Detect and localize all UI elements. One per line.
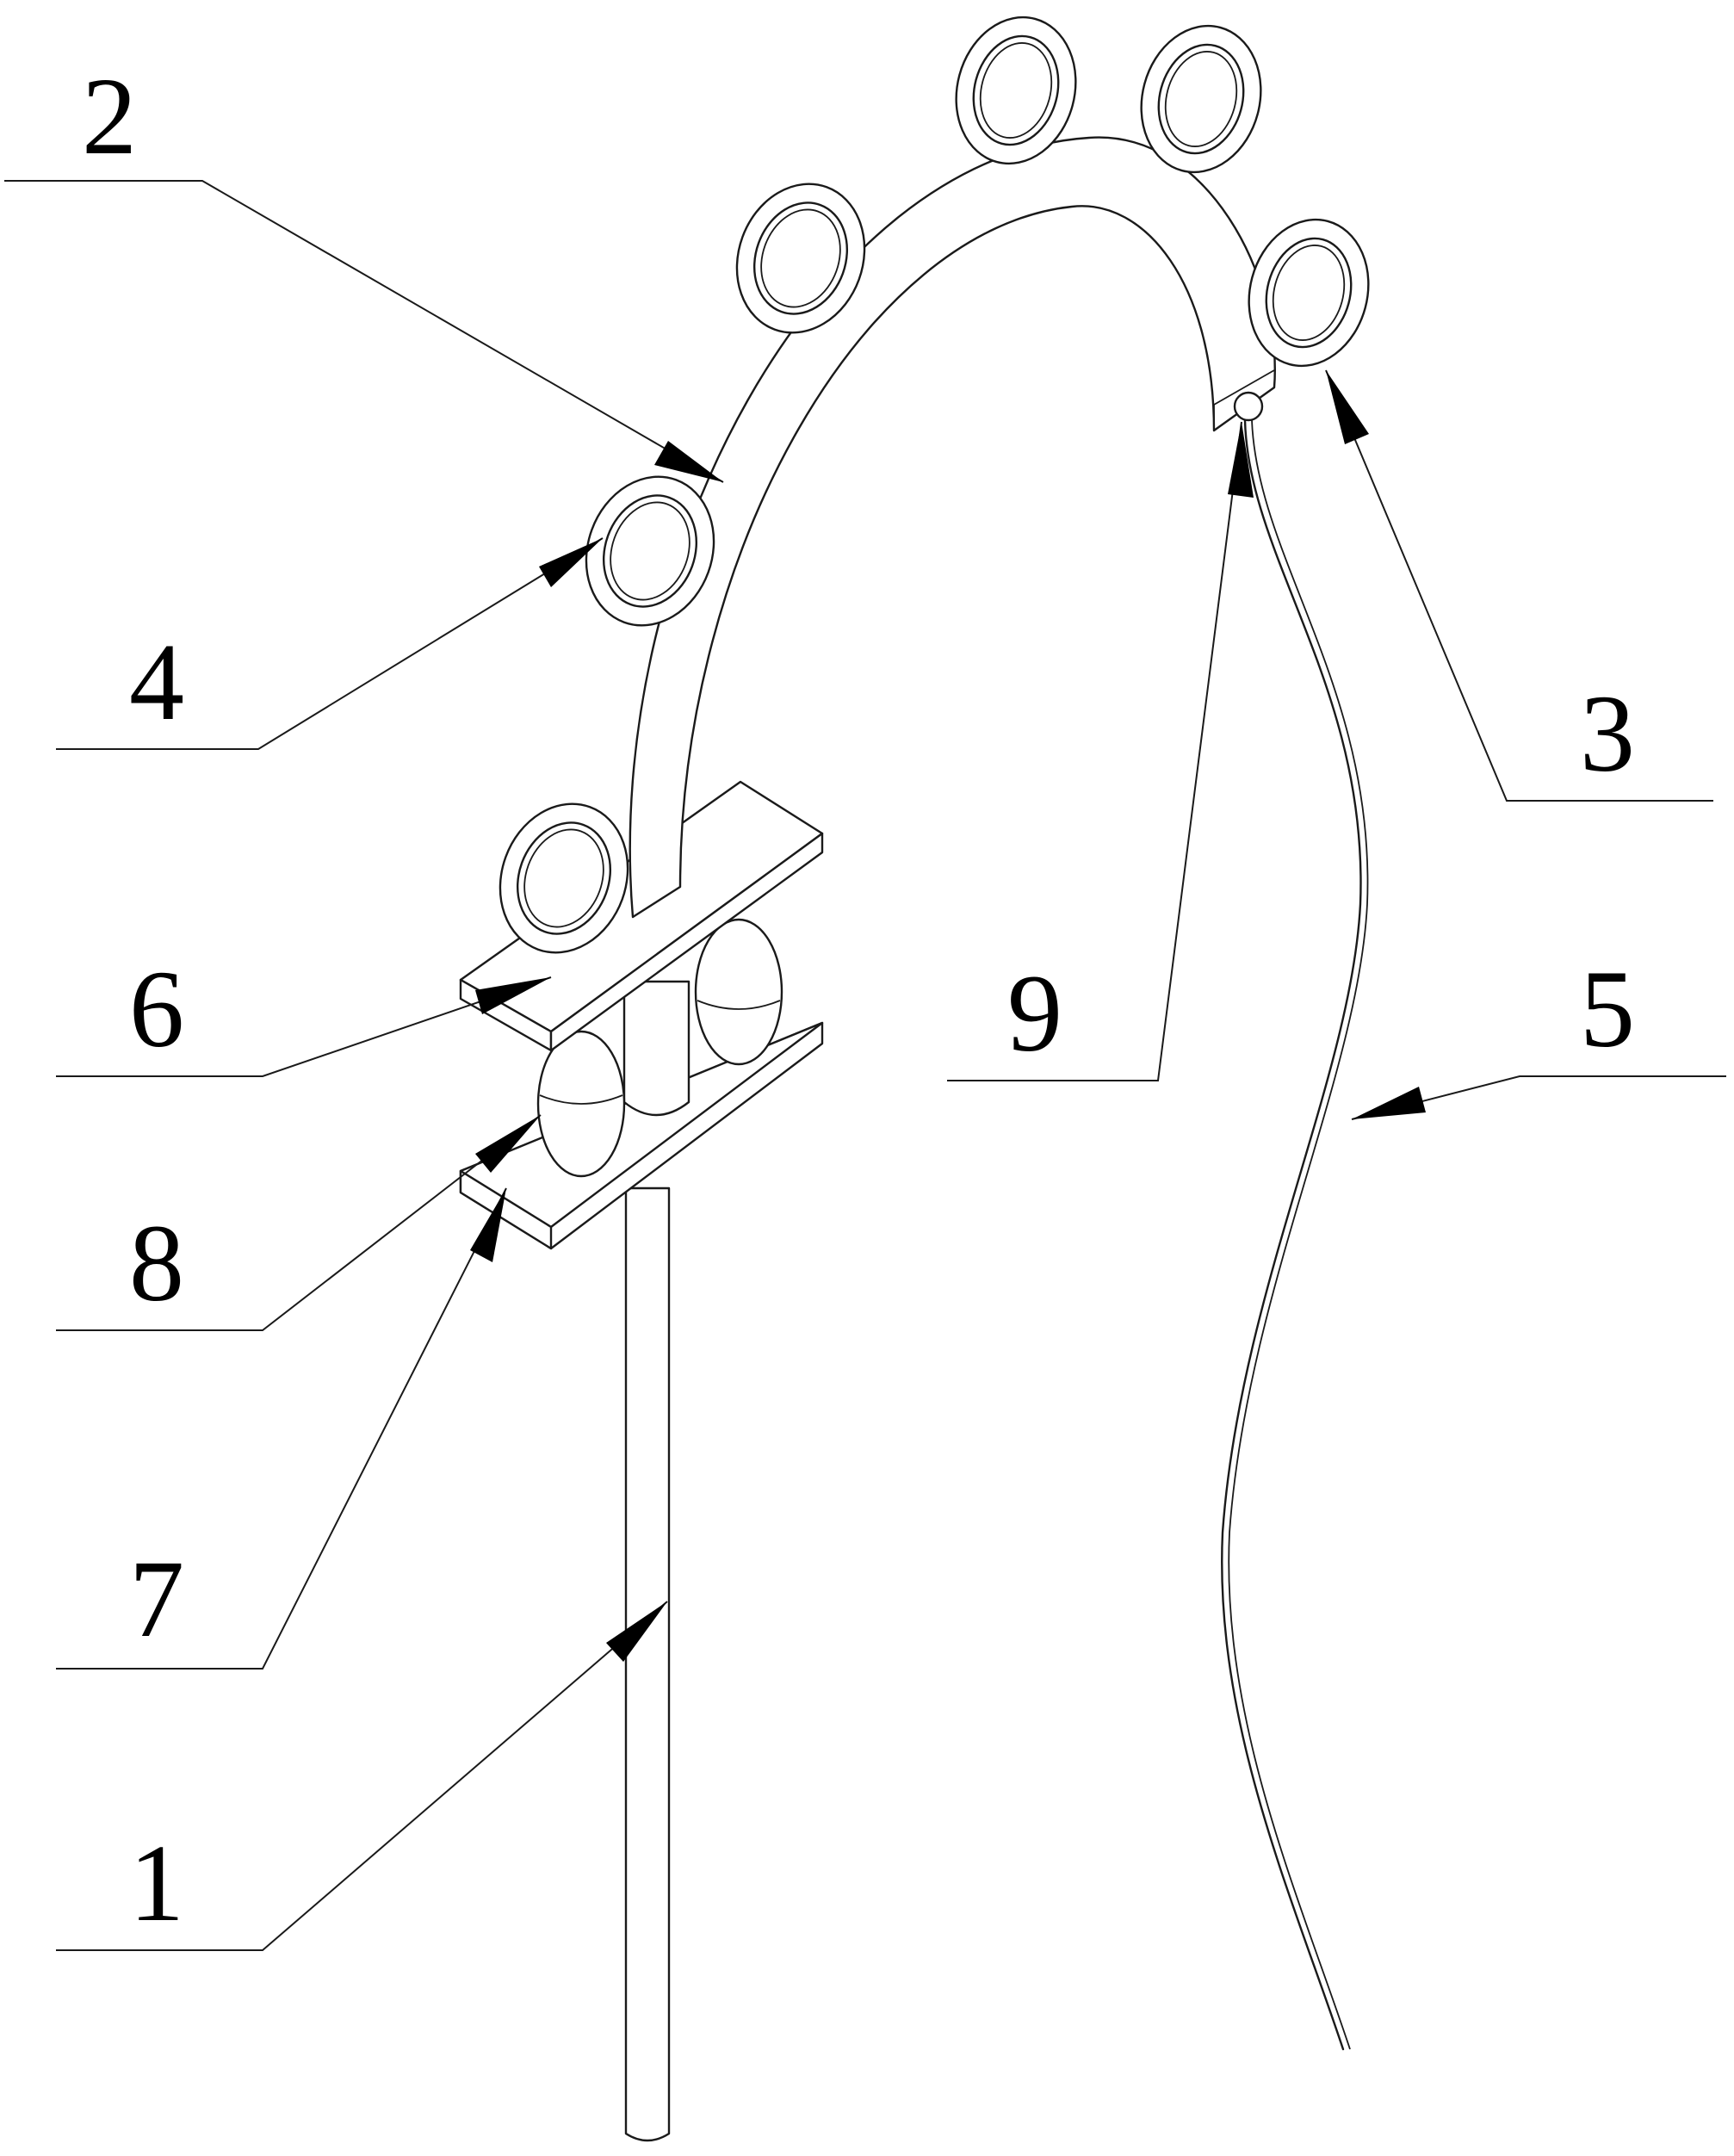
leader-8 bbox=[56, 1114, 542, 1331]
cord bbox=[1221, 418, 1369, 2051]
label-8: 8 bbox=[129, 1202, 184, 1324]
label-2: 2 bbox=[82, 55, 137, 177]
label-4: 4 bbox=[129, 621, 184, 743]
pole bbox=[624, 1186, 671, 2142]
label-7: 7 bbox=[129, 1538, 184, 1660]
ring-mid-left bbox=[585, 475, 715, 627]
leader-2 bbox=[4, 180, 724, 483]
label-1: 1 bbox=[129, 1822, 184, 1944]
leader-3 bbox=[1325, 369, 1713, 802]
label-5: 5 bbox=[1580, 948, 1635, 1070]
label-6: 6 bbox=[129, 948, 184, 1070]
label-3: 3 bbox=[1580, 672, 1635, 795]
ring-top-right bbox=[1140, 24, 1262, 174]
hook-loop bbox=[1233, 391, 1264, 422]
ring-bottom bbox=[499, 802, 629, 954]
leader-7 bbox=[56, 1187, 507, 1670]
ring-upper-left bbox=[735, 183, 866, 334]
roller-left bbox=[536, 1030, 626, 1178]
leader-9 bbox=[947, 421, 1254, 1081]
label-9: 9 bbox=[1007, 952, 1062, 1075]
leader-5 bbox=[1351, 1075, 1726, 1120]
leader-1 bbox=[56, 1601, 668, 1951]
roller-right bbox=[694, 918, 783, 1066]
lower-plate bbox=[459, 1021, 824, 1250]
ring-top-left bbox=[955, 15, 1077, 165]
leader-6 bbox=[56, 976, 552, 1077]
ring-right bbox=[1248, 218, 1370, 368]
leader-4 bbox=[56, 537, 604, 750]
center-post bbox=[622, 980, 691, 1117]
